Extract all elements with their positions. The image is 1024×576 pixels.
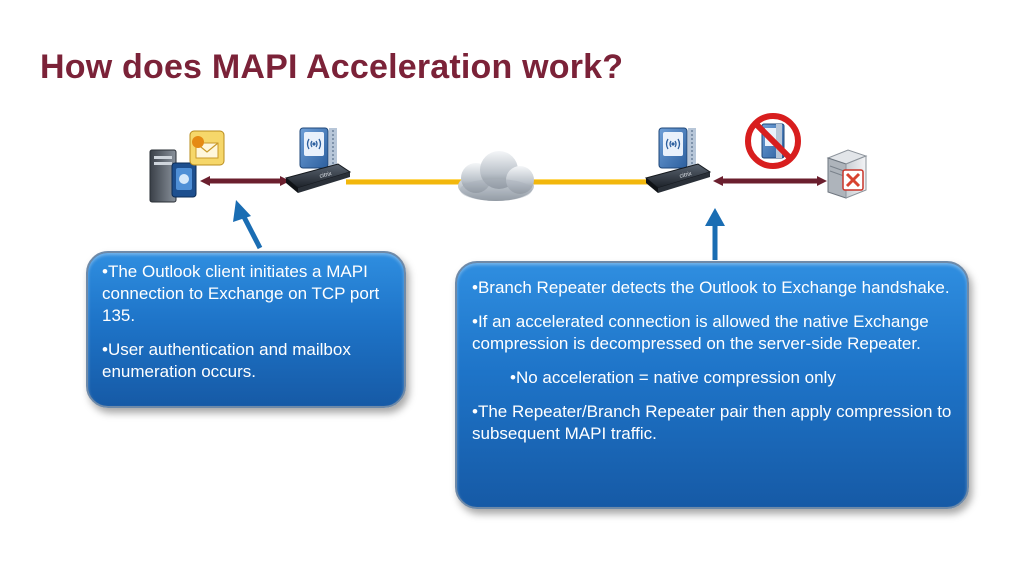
exchange-server-icon [826, 149, 868, 199]
svg-text:citrix: citrix [679, 171, 692, 180]
callout-sub-bullet: •No acceleration = native compression on… [510, 368, 836, 387]
svg-text:citrix: citrix [319, 171, 332, 180]
client-explanation-callout: •The Outlook client initiates a MAPI con… [86, 251, 406, 408]
repeater-explanation-callout: •Branch Repeater detects the Outlook to … [455, 261, 969, 509]
callout-bullet: •The Repeater/Branch Repeater pair then … [472, 402, 952, 443]
callout-bullet: •If an accelerated connection is allowed… [472, 312, 929, 353]
callout-bullet: •The Outlook client initiates a MAPI con… [102, 262, 380, 325]
callout-bullet: •Branch Repeater detects the Outlook to … [472, 278, 950, 297]
client-link [200, 176, 290, 186]
server-link [713, 176, 827, 186]
workstation-with-outlook-icon [149, 130, 225, 203]
callout-bullet: •User authentication and mailbox enumera… [102, 340, 351, 381]
cloud-icon [458, 151, 534, 201]
repeater-pointer-arrow [705, 208, 725, 260]
repeater-appliance-icon: citrix [644, 127, 712, 193]
client-pointer-arrow [233, 200, 263, 250]
branch-repeater-appliance-icon: citrix [284, 127, 352, 193]
slide-title: How does MAPI Acceleration work? [40, 48, 624, 86]
no-compression-icon [745, 113, 801, 169]
